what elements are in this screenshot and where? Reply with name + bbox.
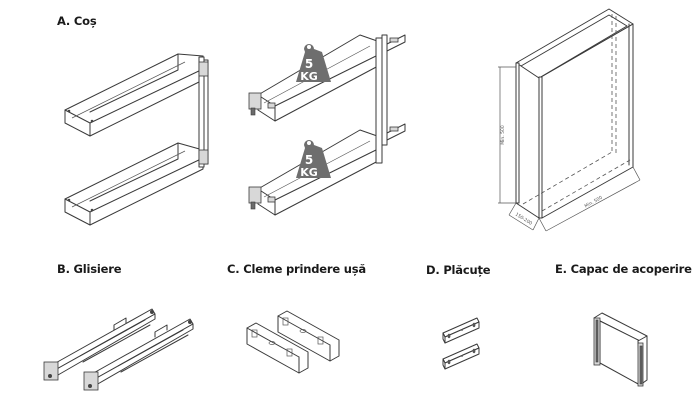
label-basket: A. Coș xyxy=(57,14,97,28)
mounting-plate-upper xyxy=(442,317,480,344)
mounting-plate-lower xyxy=(442,343,480,370)
label-door-clamps: C. Cleme prindere ușă xyxy=(227,262,366,276)
height-dimension: Min. 500 xyxy=(498,66,516,204)
weight-badge-lower-value: 5 xyxy=(305,153,313,167)
label-cover-cap: E. Capac de acoperire xyxy=(555,262,692,276)
cabinet-outline xyxy=(515,8,634,219)
weight-badge-upper-value: 5 xyxy=(305,57,313,71)
door-clamp-front xyxy=(246,322,309,374)
slide-right xyxy=(83,318,194,391)
loaded-upper-tier xyxy=(248,34,381,122)
weight-badge-lower-unit: KG xyxy=(300,166,318,179)
basket-side-frame xyxy=(198,56,209,168)
weight-badge-upper-unit: KG xyxy=(300,70,318,83)
weight-badge-upper: 5 KG xyxy=(296,44,331,83)
label-plates: D. Plăcuțe xyxy=(426,263,491,277)
slide-left xyxy=(43,308,156,381)
height-dimension-label: Min. 500 xyxy=(500,125,506,145)
slide-frame xyxy=(375,34,406,164)
cover-cap xyxy=(593,312,648,387)
door-clamp-back xyxy=(277,310,340,362)
weight-badge-lower: 5 KG xyxy=(296,140,331,179)
label-slides: B. Glisiere xyxy=(57,262,122,276)
